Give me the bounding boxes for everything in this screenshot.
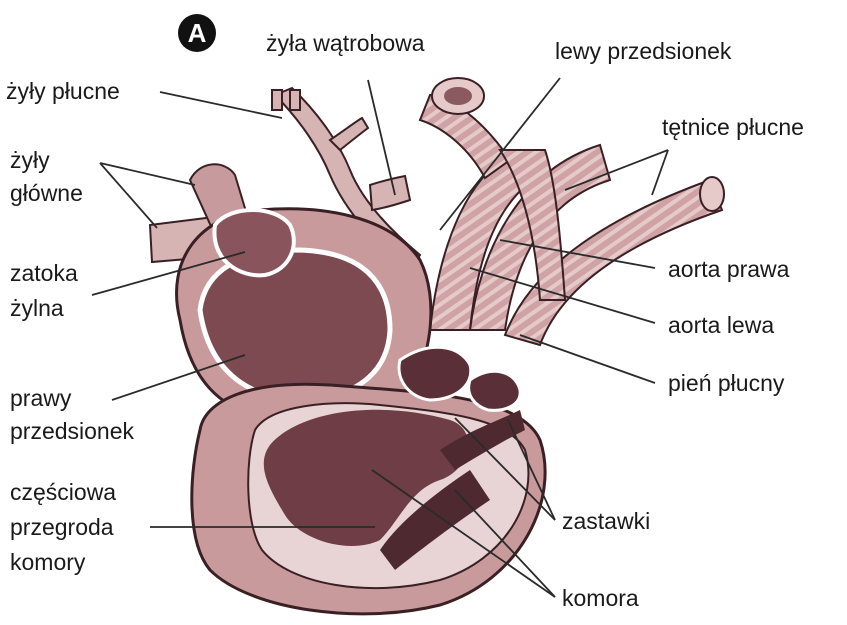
label-aorta-lewa: aorta lewa: [668, 310, 774, 340]
label-czesciowa-przegroda-line1: częściowa: [10, 477, 116, 507]
label-prawy-przedsionek-line1: prawy: [10, 383, 71, 413]
label-zyly-glowne-line1: żyły: [10, 145, 50, 175]
label-zyly-glowne-line2: główne: [10, 178, 83, 208]
label-zatoka-zylna-line1: zatoka: [10, 258, 78, 288]
label-tetnice-plucne: tętnice płucne: [662, 112, 804, 142]
label-komora: komora: [562, 583, 639, 613]
label-zatoka-zylna-line2: żylna: [10, 293, 64, 323]
label-zyla-watrobowa: żyła wątrobowa: [266, 28, 425, 58]
label-zastawki: zastawki: [562, 506, 650, 536]
label-aorta-prawa: aorta prawa: [668, 254, 789, 284]
label-czesciowa-przegroda-line3: komory: [10, 547, 85, 577]
label-czesciowa-przegroda-line2: przegroda: [10, 512, 114, 542]
panel-letter-badge: A: [178, 14, 216, 52]
label-prawy-przedsionek-line2: przedsionek: [10, 416, 134, 446]
label-lewy-przedsionek: lewy przedsionek: [555, 36, 731, 66]
label-pien-plucny: pień płucny: [668, 368, 784, 398]
label-zyly-plucne: żyły płucne: [6, 76, 120, 106]
